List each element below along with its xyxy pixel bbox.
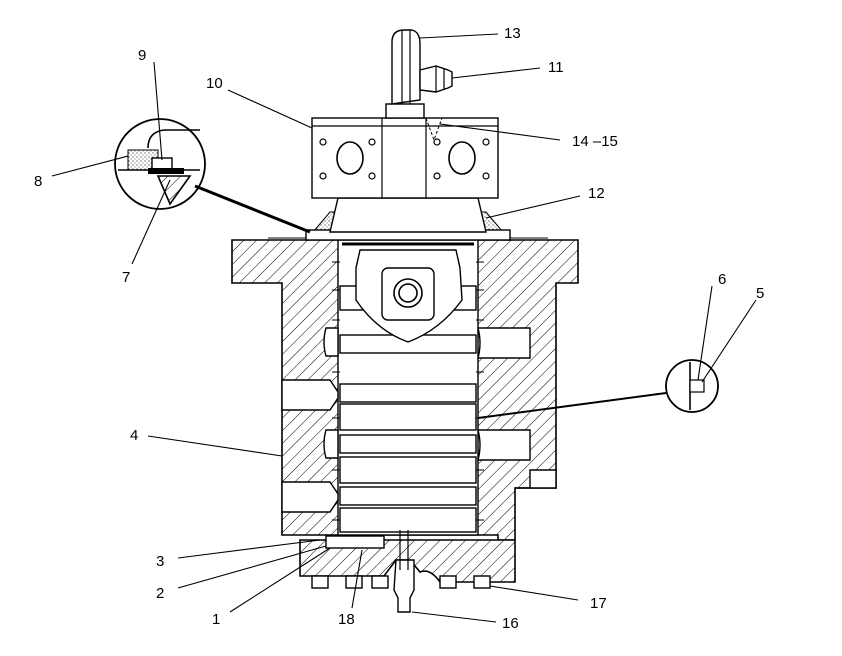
bottom-cover: [299, 530, 516, 613]
callout-1: 1: [212, 611, 220, 628]
callout-17: 17: [590, 595, 607, 612]
callout-11: 11: [548, 59, 564, 76]
detail-view-ring: [477, 359, 719, 419]
callout-6: 6: [718, 271, 726, 288]
callout-10: 10: [206, 75, 223, 92]
callout-16: 16: [502, 615, 519, 632]
elbow-fitting: [385, 29, 453, 119]
callout-3: 3: [156, 553, 164, 570]
callout-9: 9: [138, 47, 146, 64]
callouts: 1 2 3 4 5 6 7 8 9 10 11 12 13 14 –15 16 …: [34, 25, 764, 632]
detail-view-seal: [114, 118, 311, 234]
callout-12: 12: [588, 185, 605, 202]
callout-18: 18: [338, 611, 355, 628]
callout-13: 13: [504, 25, 521, 42]
callout-2: 2: [156, 585, 164, 602]
callout-5: 5: [756, 285, 764, 302]
callout-4: 4: [130, 427, 138, 444]
callout-8: 8: [34, 173, 42, 190]
spool: [332, 242, 484, 533]
callout-7: 7: [122, 269, 130, 286]
actuator-block: [311, 117, 499, 199]
callout-14-15: 14 –15: [572, 133, 618, 150]
leader-lines: [51, 33, 757, 623]
top-flange: [268, 197, 548, 241]
